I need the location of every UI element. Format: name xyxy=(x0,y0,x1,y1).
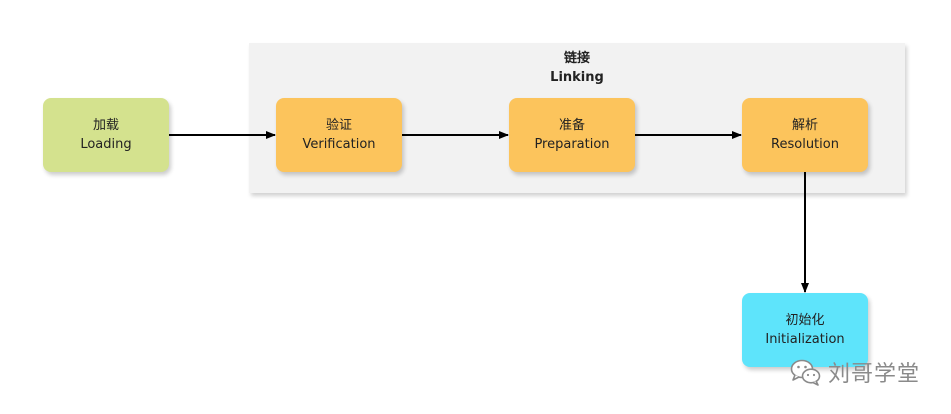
node-loading: 加载 Loading xyxy=(43,98,169,172)
node-loading-cn: 加载 xyxy=(92,118,119,133)
watermark: 刘哥学堂 xyxy=(790,357,920,387)
node-preparation-cn: 准备 xyxy=(558,118,585,133)
node-loading-en: Loading xyxy=(80,137,132,152)
node-preparation: 准备 Preparation xyxy=(509,98,635,172)
node-verification-en: Verification xyxy=(302,137,376,152)
node-initialization: 初始化 Initialization xyxy=(742,293,868,367)
linking-group-title: 链接 Linking xyxy=(249,49,905,87)
node-initialization-cn: 初始化 xyxy=(785,313,825,328)
node-initialization-en: Initialization xyxy=(765,332,845,347)
node-verification: 验证 Verification xyxy=(276,98,402,172)
node-verification-cn: 验证 xyxy=(325,118,352,133)
node-resolution-en: Resolution xyxy=(771,137,839,152)
node-resolution: 解析 Resolution xyxy=(742,98,868,172)
wechat-icon xyxy=(790,359,821,386)
node-preparation-en: Preparation xyxy=(534,137,610,152)
node-resolution-cn: 解析 xyxy=(791,118,818,133)
watermark-text: 刘哥学堂 xyxy=(828,362,921,387)
linking-title-en: Linking xyxy=(550,70,604,85)
linking-title-cn: 链接 xyxy=(563,51,590,66)
